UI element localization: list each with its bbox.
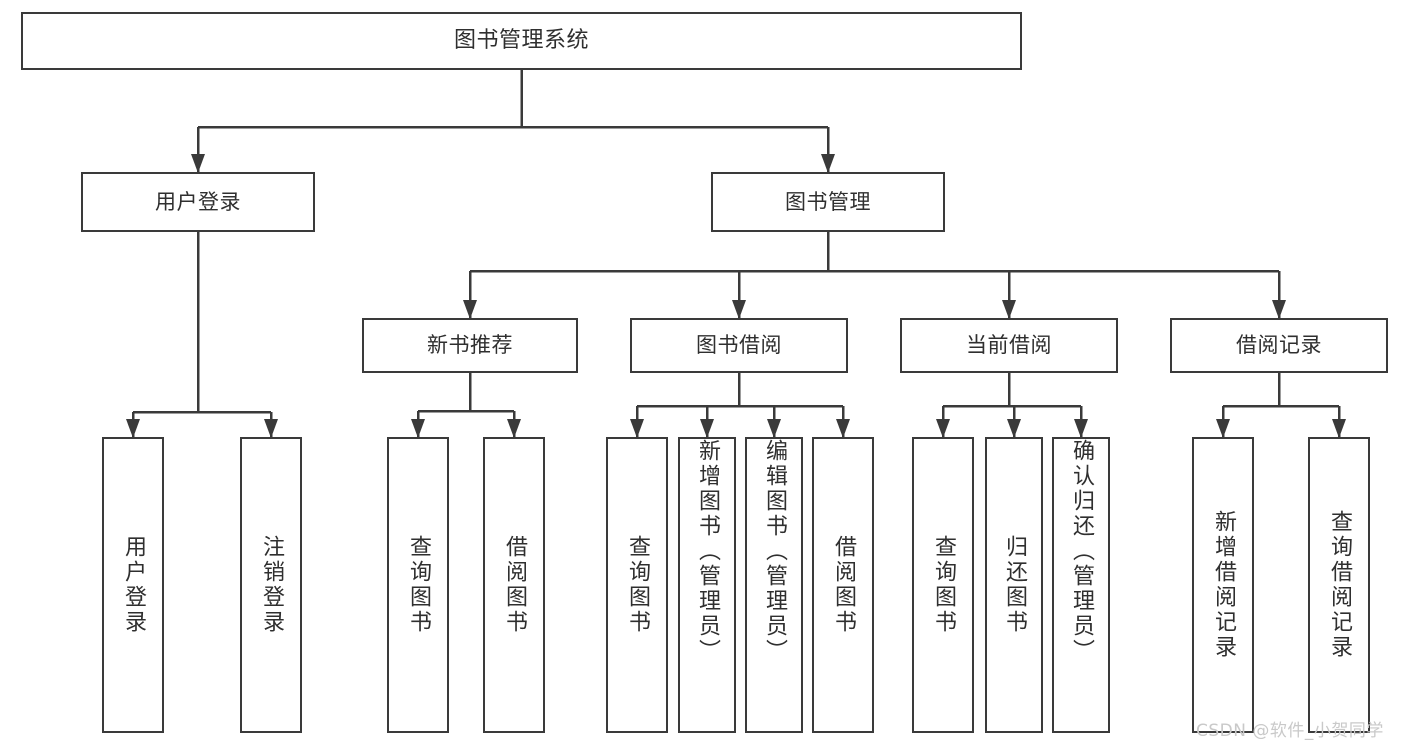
node-records[interactable]: 借阅记录 bbox=[1170, 318, 1388, 373]
node-login[interactable]: 用户登录 bbox=[81, 172, 315, 232]
node-bookmgmt[interactable]: 图书管理 bbox=[711, 172, 945, 232]
node-borrow[interactable]: 图书借阅 bbox=[630, 318, 848, 373]
node-l-bw-query[interactable]: 查询图书 bbox=[606, 437, 668, 733]
node-label-newbook: 新书推荐 bbox=[427, 333, 513, 358]
node-l-bw-add[interactable]: 新增图书（管理员） bbox=[678, 437, 736, 733]
node-l-bw-lend[interactable]: 借阅图书 bbox=[812, 437, 874, 733]
node-label-l-cu-confirm: 确认归还（管理员） bbox=[1069, 439, 1094, 664]
node-l-bw-edit[interactable]: 编辑图书（管理员） bbox=[745, 437, 803, 733]
arrowhead-l-cu-query bbox=[936, 419, 950, 438]
node-l-cu-return[interactable]: 归还图书 bbox=[985, 437, 1043, 733]
arrowhead-l-cu-return bbox=[1007, 419, 1021, 438]
arrowhead-l-nb-query bbox=[411, 419, 425, 438]
node-l-cu-query[interactable]: 查询图书 bbox=[912, 437, 974, 733]
node-label-l-cu-return: 归还图书 bbox=[1002, 535, 1027, 635]
node-label-l-rc-query: 查询借阅记录 bbox=[1327, 510, 1352, 660]
node-label-records: 借阅记录 bbox=[1236, 333, 1322, 358]
arrowhead-l-rc-query bbox=[1332, 419, 1346, 438]
arrowhead-l-login bbox=[126, 419, 140, 438]
node-l-cu-confirm[interactable]: 确认归还（管理员） bbox=[1052, 437, 1110, 733]
node-l-logout[interactable]: 注销登录 bbox=[240, 437, 302, 733]
node-label-borrow: 图书借阅 bbox=[696, 333, 782, 358]
node-l-rc-add[interactable]: 新增借阅记录 bbox=[1192, 437, 1254, 733]
arrowhead-l-logout bbox=[264, 419, 278, 438]
arrowhead-l-cu-confirm bbox=[1074, 419, 1088, 438]
arrowhead-l-bw-query bbox=[630, 419, 644, 438]
node-l-login[interactable]: 用户登录 bbox=[102, 437, 164, 733]
node-label-l-bw-query: 查询图书 bbox=[625, 535, 650, 635]
node-label-login: 用户登录 bbox=[155, 189, 241, 214]
node-label-current: 当前借阅 bbox=[966, 333, 1052, 358]
node-label-l-nb-borrow: 借阅图书 bbox=[502, 535, 527, 635]
node-label-l-cu-query: 查询图书 bbox=[931, 535, 956, 635]
node-l-nb-borrow[interactable]: 借阅图书 bbox=[483, 437, 545, 733]
node-label-l-logout: 注销登录 bbox=[259, 535, 284, 635]
arrowhead-l-bw-lend bbox=[836, 419, 850, 438]
node-label-l-bw-add: 新增图书（管理员） bbox=[695, 439, 720, 664]
arrowhead-records bbox=[1272, 300, 1286, 319]
node-label-l-bw-edit: 编辑图书（管理员） bbox=[762, 439, 787, 664]
node-current[interactable]: 当前借阅 bbox=[900, 318, 1118, 373]
arrowhead-l-nb-borrow bbox=[507, 419, 521, 438]
node-newbook[interactable]: 新书推荐 bbox=[362, 318, 578, 373]
node-label-l-rc-add: 新增借阅记录 bbox=[1211, 510, 1236, 660]
node-label-l-login: 用户登录 bbox=[121, 535, 146, 635]
node-label-l-bw-lend: 借阅图书 bbox=[831, 535, 856, 635]
arrowhead-login bbox=[191, 154, 205, 173]
arrowhead-bookmgmt bbox=[821, 154, 835, 173]
arrowhead-newbook bbox=[463, 300, 477, 319]
node-label-bookmgmt: 图书管理 bbox=[785, 189, 871, 214]
arrowhead-l-rc-add bbox=[1216, 419, 1230, 438]
node-label-l-nb-query: 查询图书 bbox=[406, 535, 431, 635]
arrowhead-current bbox=[1002, 300, 1016, 319]
node-root[interactable]: 图书管理系统 bbox=[21, 12, 1022, 70]
arrowhead-l-bw-edit bbox=[767, 419, 781, 438]
arrowhead-borrow bbox=[732, 300, 746, 319]
node-label-root: 图书管理系统 bbox=[453, 28, 589, 54]
arrowhead-l-bw-add bbox=[700, 419, 714, 438]
node-l-rc-query[interactable]: 查询借阅记录 bbox=[1308, 437, 1370, 733]
node-l-nb-query[interactable]: 查询图书 bbox=[387, 437, 449, 733]
